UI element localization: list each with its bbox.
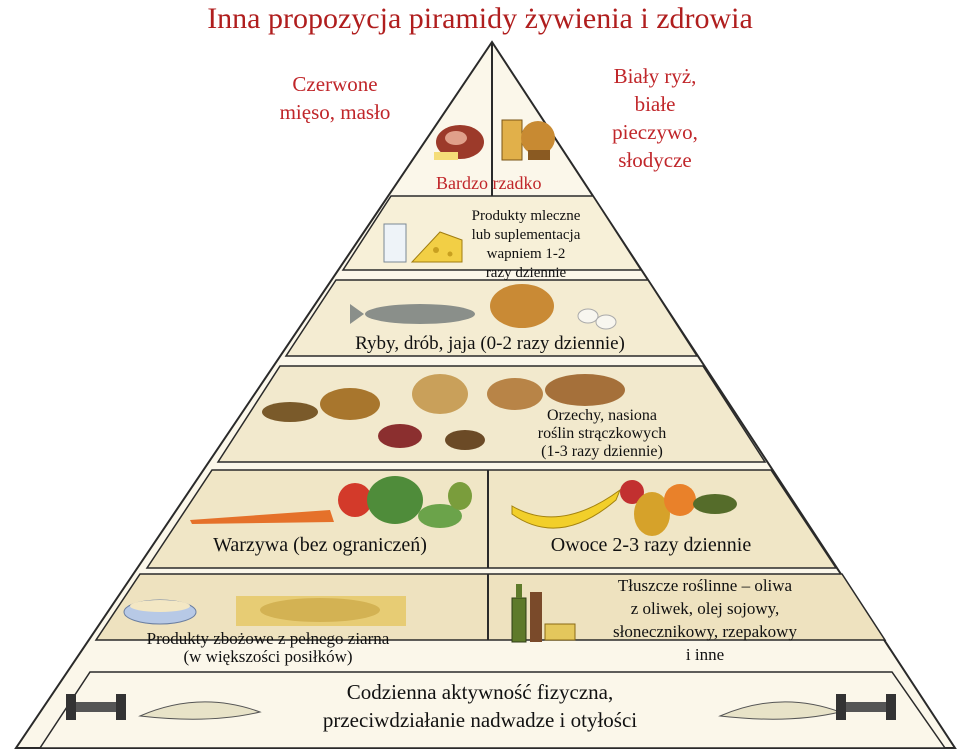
fish-poultry-eggs-icon (350, 284, 617, 330)
fruit-icon (511, 480, 737, 536)
tier-band-protein (284, 279, 699, 357)
dumbbell-left-icon (66, 694, 262, 720)
tier-band-dairy (341, 195, 643, 271)
grains-line-1: Produkty zbożowe z pełnego ziarna (146, 629, 390, 648)
top-right-line-1: Biały ryż, (613, 64, 697, 88)
nuts-line-2: roślin strączkowych (537, 425, 667, 442)
top-right-line-4: słodycze (618, 148, 692, 172)
nuts-label: Orzechy, nasiona roślin strączkowych (1-… (512, 407, 692, 461)
top-left-label: Czerwone mięso, masło (250, 70, 420, 126)
nuts-line-1: Orzechy, nasiona (546, 407, 658, 424)
dairy-label: Produkty mleczne lub suplementacja wapni… (436, 207, 616, 283)
activity-line-1: Codzienna aktywność fizyczna, (346, 680, 614, 704)
oil-bottles-icon (511, 584, 576, 643)
top-left-line-2: mięso, masło (279, 100, 391, 124)
dairy-line-2: lub suplementacja (471, 227, 581, 243)
activity-line-2: przeciwdziałanie nadwadze i otyłości (322, 708, 638, 732)
tier-band-produce (145, 469, 838, 569)
vegetables-label: Warzywa (bez ograniczeń) (213, 534, 427, 556)
oils-line-1: Tłuszcze roślinne – oliwa (617, 576, 793, 595)
rarely-label: Bardzo rzadko (436, 173, 542, 193)
milk-cheese-icon (383, 223, 463, 263)
dairy-line-1: Produkty mleczne (471, 208, 581, 224)
fruit-label: Owoce 2-3 razy dziennie (550, 534, 752, 556)
dairy-line-4: razy dziennie (485, 265, 567, 281)
protein-label: Ryby, drób, jaja (0-2 razy dziennie) (355, 333, 625, 354)
top-left-line-1: Czerwone (292, 72, 378, 96)
page-title: Inna propozycja piramidy żywienia i zdro… (207, 2, 753, 35)
top-right-label: Biały ryż, białe pieczywo, słodycze (585, 62, 725, 174)
dumbbell-right-icon (718, 694, 896, 720)
oils-line-3: słonecznikowy, rzepakowy (613, 622, 797, 641)
vegetables-icon (190, 476, 472, 528)
top-right-line-3: pieczywo, (612, 120, 698, 144)
tier-band-activity (38, 671, 947, 749)
oils-label: Tłuszcze roślinne – oliwa z oliwek, olej… (566, 574, 844, 666)
grains-label: Produkty zbożowe z pełnego ziarna (w wię… (88, 630, 448, 666)
bread-sweets-icon (501, 119, 555, 161)
grains-line-2: (w większości posiłków) (183, 647, 353, 666)
top-right-line-2: białe (634, 92, 676, 116)
nuts-line-3: (1-3 razy dziennie) (541, 443, 663, 460)
meat-butter-icon (434, 125, 484, 160)
whole-grains-icon (123, 596, 406, 626)
nuts-legumes-icon (262, 374, 625, 450)
oils-line-4: i inne (685, 645, 725, 664)
dairy-line-3: wapniem 1-2 (486, 246, 566, 262)
oils-line-2: z oliwek, olej sojowy, (630, 599, 780, 618)
activity-label: Codzienna aktywność fizyczna, przeciwdzi… (260, 678, 700, 734)
